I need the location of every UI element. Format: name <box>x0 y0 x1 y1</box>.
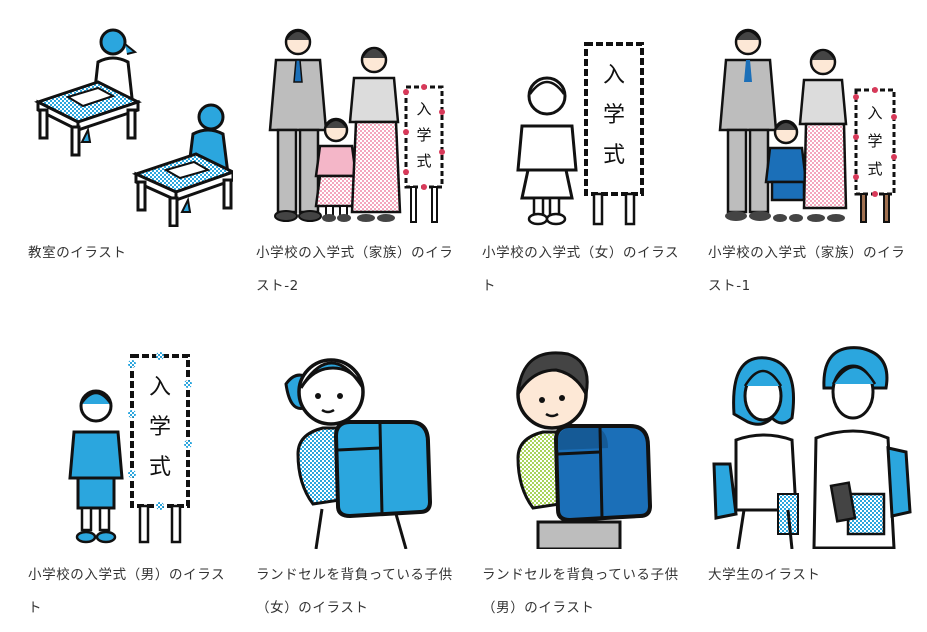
girl-with-randoseru-illustration <box>256 344 461 549</box>
boy-with-randoseru-illustration <box>482 344 687 549</box>
illustration-card-boy-randoseru[interactable]: ランドセルを背負っている子供（男）のイラスト <box>482 344 687 625</box>
card-label: 小学校の入学式（家族）のイラスト-1 <box>708 245 906 294</box>
card-label: ランドセルを背負っている子供（男）のイラスト <box>482 567 679 616</box>
svg-text:式: 式 <box>149 455 171 480</box>
classroom-illustration <box>28 22 233 227</box>
illustration-card-university-students[interactable]: 大学生のイラスト <box>708 344 913 592</box>
svg-text:入: 入 <box>603 63 625 88</box>
card-label: 小学校の入学式（男）のイラスト <box>28 567 226 616</box>
svg-text:式: 式 <box>416 152 431 170</box>
illustration-card-boy-ceremony[interactable]: 入 学 式 小学校の入学式（男）のイラスト <box>28 344 233 625</box>
svg-text:学: 学 <box>416 126 431 144</box>
card-label: 教室のイラスト <box>28 245 127 261</box>
card-label: 大学生のイラスト <box>708 567 821 583</box>
svg-text:学: 学 <box>149 415 171 440</box>
entrance-ceremony-family-1-illustration: 入 学 式 <box>708 22 913 227</box>
illustration-card-girl-randoseru[interactable]: ランドセルを背負っている子供（女）のイラスト <box>256 344 461 625</box>
entrance-ceremony-family-2-illustration: 入 学 式 <box>256 22 461 227</box>
card-label: ランドセルを背負っている子供（女）のイラスト <box>256 567 453 616</box>
svg-text:入: 入 <box>416 100 431 118</box>
entrance-ceremony-girl-illustration: 入 学 式 <box>482 22 687 227</box>
illustration-card-girl-ceremony[interactable]: 入 学 式 小学校の入学式（女）のイラスト <box>482 22 687 303</box>
svg-text:入: 入 <box>867 104 882 122</box>
university-students-illustration <box>708 344 913 549</box>
svg-text:式: 式 <box>867 160 882 178</box>
svg-text:学: 学 <box>603 103 625 128</box>
svg-text:学: 学 <box>867 132 882 150</box>
svg-text:式: 式 <box>603 143 625 168</box>
entrance-ceremony-boy-illustration: 入 学 式 <box>28 344 233 549</box>
card-label: 小学校の入学式（家族）のイラスト-2 <box>256 245 454 294</box>
illustration-card-family-2[interactable]: 入 学 式 小学校の入学式（家族）のイラスト-2 <box>256 22 461 303</box>
card-label: 小学校の入学式（女）のイラスト <box>482 245 680 294</box>
svg-text:入: 入 <box>149 375 171 400</box>
illustration-card-family-1[interactable]: 入 学 式 小学校の入学式（家族）のイラスト-1 <box>708 22 913 303</box>
illustration-card-classroom[interactable]: 教室のイラスト <box>28 22 233 270</box>
